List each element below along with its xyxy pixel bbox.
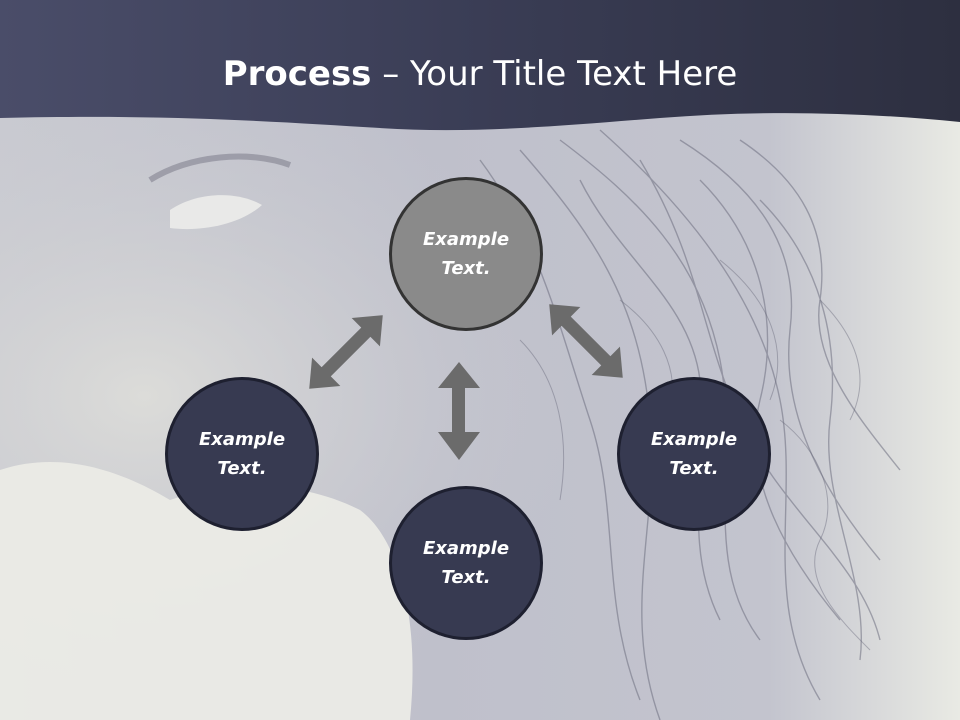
process-node-bottom[interactable]: Example Text.	[389, 486, 543, 640]
slide-title: Process – Your Title Text Here	[0, 52, 960, 96]
title-band	[0, 0, 960, 131]
title-bold-text: Process	[222, 54, 372, 94]
process-node-left[interactable]: Example Text.	[165, 377, 319, 531]
process-node-right-label: Example Text.	[650, 429, 738, 479]
process-node-right[interactable]: Example Text.	[617, 377, 771, 531]
process-node-bottom-label: Example Text.	[422, 538, 510, 588]
process-node-top-label: Example Text.	[422, 229, 510, 279]
process-node-top[interactable]: Example Text.	[389, 177, 543, 331]
process-node-left-label: Example Text.	[198, 429, 286, 479]
title-rest-text: – Your Title Text Here	[371, 54, 738, 94]
